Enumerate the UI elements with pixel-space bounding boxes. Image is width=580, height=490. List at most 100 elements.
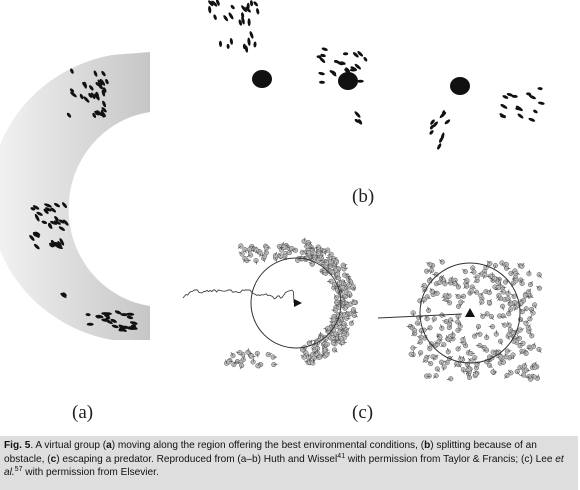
school-particle-heading [353,309,357,313]
school-particle-heading [239,365,242,370]
school-particle-heading [446,300,450,304]
school-particle-heading [279,246,284,248]
school-particle-heading [340,287,343,292]
fish-agent [127,326,135,330]
school-particle [328,251,334,257]
fish-agent [345,75,351,81]
fish-agent [70,91,77,98]
school-particle-heading [328,267,330,272]
school-particle-heading [525,320,529,324]
fish-agent [57,241,62,248]
fish-agent [354,118,359,123]
school-particle-heading [309,358,311,363]
fish-agent [506,92,514,97]
school-particle-heading [352,286,356,291]
school-particle-heading [268,353,273,355]
school-particle-heading [510,333,514,338]
obstacle-1 [252,70,272,88]
school-particle-heading [339,328,343,333]
fish-agent [126,312,135,316]
caption-fig-number: Fig. 5 [4,440,31,451]
school-particle-heading [502,306,504,311]
school-particle-heading [438,339,443,342]
fish-agent [99,78,106,86]
school-particle-heading [507,301,512,304]
school-particle-heading [489,288,491,293]
school-particle-heading [482,274,486,279]
school-particle [418,350,424,356]
predator-1 [294,299,302,307]
school-particle-heading [334,349,338,353]
school-particle [230,353,236,359]
school-particle-heading [533,342,536,347]
school-particle-heading [310,256,314,261]
school-particle [477,331,483,337]
school-particle-heading [429,270,432,275]
school-particle-heading [422,359,426,363]
school-particle-heading [420,285,425,288]
fish-agent [238,19,243,26]
fish-agent [62,219,69,226]
school-particle-heading [266,247,271,249]
school-particle-heading [446,378,451,380]
school-particle [324,260,330,266]
school-particle [486,290,492,296]
school-particle-heading [434,341,438,345]
school-particle-heading [309,339,313,344]
fish-agent [49,243,55,248]
fish-agent [101,70,106,77]
school-particle-heading [465,365,470,370]
school-particle-heading [327,254,332,256]
school-particle [472,333,478,339]
fish-agent [89,85,94,91]
school-particle-heading [499,359,504,363]
fish-agent [350,66,358,71]
fish-agent [105,316,111,320]
fish-agent [110,318,117,323]
school-particle-heading [446,292,450,297]
school-particle-heading [337,338,342,341]
school-particle-heading [496,356,501,358]
fish-agent [79,93,84,100]
fish-agent [339,81,345,86]
school-particle-heading [522,351,527,354]
school-particle-heading [512,278,516,282]
school-particle-heading [304,242,308,247]
school-particle-heading [410,324,413,329]
school-particle-heading [538,349,542,353]
school-particle-heading [330,330,334,334]
school-particle-heading [237,245,242,249]
school-particle-heading [417,322,421,326]
fish-agent [86,322,94,326]
school-particle-heading [509,357,514,359]
fish-agent [253,41,257,48]
predator-range-circle-2 [419,262,521,364]
school-particle-heading [486,260,491,264]
school-particle [316,250,322,256]
panel-c-predator [182,237,543,382]
school-particle-heading [247,249,250,254]
school-particle [464,283,470,289]
fish-agent [129,321,138,325]
school-particle-heading [529,332,533,336]
school-particle-heading [310,347,315,350]
school-particle [532,364,538,370]
school-particle-heading [338,269,341,274]
school-particle-heading [312,247,316,252]
school-particle-heading [520,328,525,331]
school-particle-heading [472,291,477,294]
school-particle-heading [501,262,504,267]
school-particle-heading [333,341,338,344]
school-particle-heading [482,349,487,352]
fish-agent [53,241,59,246]
school-particle-heading [256,250,258,255]
school-particle-heading [520,319,524,323]
school-particle [429,288,435,294]
school-particle [328,259,334,265]
caption-ref-57: 57 [14,466,23,474]
school-particle-heading [500,341,503,346]
school-particle-heading [462,268,466,272]
school-particle-heading [537,374,540,379]
fish-agent [213,14,217,20]
fish-agent [320,53,326,58]
